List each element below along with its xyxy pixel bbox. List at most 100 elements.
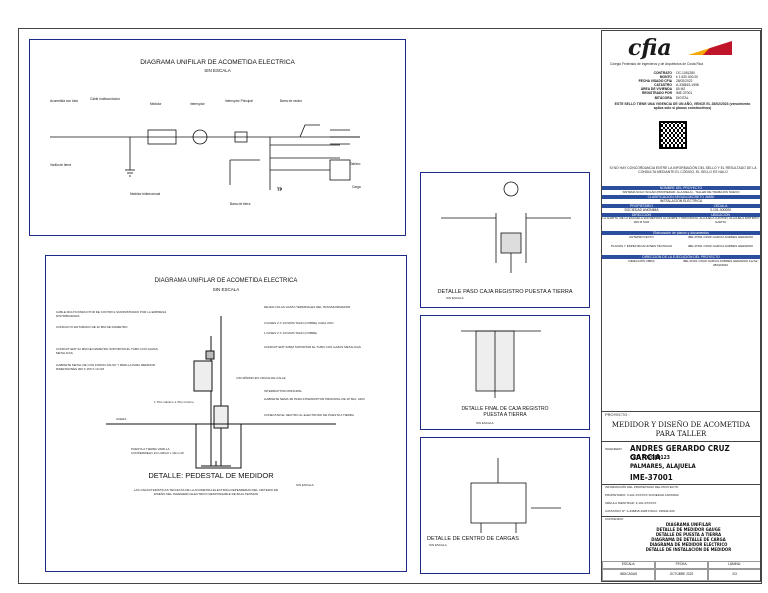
tb-divider bbox=[602, 411, 760, 412]
panel2-left-note-0: CABLE MULTICONDUCTOR DE CONTROL SUMINIST… bbox=[56, 310, 167, 318]
tb-row-value: IME-37001 CRUZ GARCIA ANDRES GERARDO Fec… bbox=[682, 259, 759, 267]
tb-field-row: MONTO ¢ 1.620.000.00 bbox=[617, 75, 747, 79]
svg-text:Barra de neutro: Barra de neutro bbox=[280, 99, 302, 103]
tb-field-key: MONTO bbox=[659, 75, 672, 80]
svg-text:Medidor bidireccional: Medidor bidireccional bbox=[130, 192, 160, 196]
panel1-subtitle: SIN ESCALA bbox=[204, 68, 231, 73]
tb-address-location: LA GARITA, DE LA ESCUELA 200 METROS AL N… bbox=[602, 216, 760, 224]
tb-address-header: DIRECCIÓN bbox=[631, 213, 652, 217]
tb-address: LA GARITA, DE LA ESCUELA 200 METROS AL N… bbox=[602, 216, 681, 224]
svg-text:Cable multiconductor: Cable multiconductor bbox=[90, 97, 121, 101]
tb-owner: SOCIEDAD ANONIMA bbox=[624, 208, 659, 212]
qr-code bbox=[659, 121, 687, 149]
tb-engineer-code: IME-37001 bbox=[630, 473, 673, 482]
cfia-logo-sub: Colegio Federado de Ingenieros y de Arqu… bbox=[610, 62, 704, 66]
tb-content-line: DIAGRAMA DE MEDIDOR ELECTRICO bbox=[649, 543, 728, 548]
tb-field-value: 28/02/2022 bbox=[676, 79, 693, 84]
tb-content-line: DIAGRAMA UNIFILAR bbox=[665, 523, 712, 528]
tb-footer-head-date: FECHA: bbox=[655, 561, 708, 569]
tb-owner-header: PROPIETARIO bbox=[630, 204, 653, 208]
panel5-diagram bbox=[470, 458, 561, 533]
tb-fields: CONTRATO OC-1051280 MONTO ¢ 1.620.000.00 F… bbox=[617, 71, 747, 100]
tb-engineer-line2: CED 702080123 bbox=[630, 455, 670, 461]
panel-caja-registro: DETALLE PASO CAJA REGISTRO PUESTA A TIER… bbox=[420, 172, 590, 308]
tb-content-line: DIAGRAMA DE DETALLE DE CARGA bbox=[651, 538, 726, 543]
panel2-left-note-5: ACERA bbox=[116, 417, 127, 421]
tb-field-value: A-338815-1998 bbox=[676, 83, 699, 88]
tb-info-3: CATASTRO N°: A-338815-1998 FINCA: 339911… bbox=[605, 509, 675, 513]
tb-row-key: DIRECCIÓN OBRA bbox=[628, 259, 655, 263]
panel2-left-note-3: GABINETE METAL DE CON FONDO FALSO Y MIRI… bbox=[56, 363, 156, 371]
tb-field-key: CONTRATO bbox=[653, 71, 672, 75]
tb-row-key: PLANOS Y ESPECIFICACIONES TÉCNICAS bbox=[610, 244, 673, 248]
tb-content-label: CONTENIDO: bbox=[605, 517, 624, 521]
svg-text:Interruptor: Interruptor bbox=[190, 102, 206, 106]
tb-content-line: DETALLE DE INSTALACIÓN DE MEDIDOR bbox=[645, 548, 732, 553]
tb-field-value: IME-37001 bbox=[676, 91, 693, 96]
tb-address-location-header: DIRECCIÓN UBICACIÓN bbox=[602, 213, 760, 217]
tb-row-key: DIRECCIÓN DE LA EJECUCIÓN DEL PROYECTO bbox=[642, 255, 720, 259]
tb-divider bbox=[602, 516, 760, 517]
cfia-logo-accent bbox=[688, 41, 732, 55]
panel1-tp-label: TP bbox=[277, 187, 283, 192]
tb-content-line: DETALLE DE PUESTA A TIERRA bbox=[655, 533, 722, 538]
cfia-logo: cfia bbox=[620, 35, 740, 61]
tb-row-2: DIRECCIÓN DE LA EJECUCIÓN DEL PROYECTO bbox=[602, 255, 760, 259]
tb-project-header: NOMBRE DEL PROYECTO bbox=[602, 186, 760, 190]
panel2-left-note-4: 1.70m máximo 1.70m mínimo bbox=[154, 400, 194, 404]
tb-content-line: DETALLE DE MEDIDOR GAUGE bbox=[656, 528, 721, 533]
tb-footer-val-scale: INDICADAS bbox=[602, 569, 655, 581]
tb-field-value: ¢ 1.620.000.00 bbox=[676, 75, 698, 80]
panel2-right-note-1: 3 FASES 2 X 1/0 MCM THHN (COBRE) CADA UN… bbox=[264, 321, 334, 325]
panel-final-caja-registro: DETALLE FINAL DE CAJA REGISTRO PUESTA A … bbox=[420, 315, 590, 430]
panel2-left-note-6: PUESTA A TIERRA VARILLA COOPERWELD 1/2 L… bbox=[131, 447, 184, 455]
tb-classification-header: CLASIFICACIÓN SEGÚN DECRETO 36550 bbox=[602, 195, 760, 199]
titleblock: cfia Colegio Federado de Ingenieros y de… bbox=[601, 30, 761, 582]
panel4-scale: SIN ESCALA bbox=[476, 421, 494, 425]
svg-text:Tablero: Tablero bbox=[350, 162, 361, 166]
tb-divider bbox=[602, 441, 760, 442]
tb-id: 3-101-000000 bbox=[709, 208, 732, 212]
svg-text:Varilla de tierra: Varilla de tierra bbox=[50, 163, 71, 167]
panel4-diagram bbox=[461, 330, 541, 398]
tb-field-key: CATASTRO bbox=[654, 83, 672, 88]
tb-content-lines: DIAGRAMA UNIFILAR DETALLE DE MEDIDOR GAU… bbox=[622, 523, 755, 553]
svg-text:Interruptor Principal: Interruptor Principal bbox=[225, 99, 253, 103]
svg-text:Acometida con tubo: Acometida con tubo bbox=[50, 99, 78, 103]
tb-location-header: UBICACIÓN bbox=[711, 213, 730, 217]
tb-row-value: IME-37001 CRUZ GARCIA ANDRES GERARDO bbox=[687, 244, 754, 248]
sheet-border bbox=[18, 28, 762, 584]
panel2-right-note-6: GABINETE NEMA 3R PARA INTERRUPTOR PRINCI… bbox=[264, 397, 365, 401]
tb-row-0: ANTEPROYECTO IME-37001 CRUZ GARCIA ANDRES… bbox=[602, 235, 760, 240]
panel3-title: DETALLE PASO CAJA REGISTRO PUESTA A TIER… bbox=[437, 289, 573, 295]
panel2-right-note-5: INTERRUPTOR PRINCIPAL bbox=[264, 389, 303, 393]
panel2-right-note-2: 1 FASES 2 X 1/0 MCM THHN (COBRE) bbox=[264, 331, 318, 335]
tb-divider bbox=[602, 484, 760, 485]
panel1-diagram: Acometida con tubo Cable multiconductor … bbox=[50, 97, 361, 206]
tb-qr-note: SI NO HAY CONCORDANCIA ENTRE LA INFORMAC… bbox=[609, 166, 757, 174]
panel2-subtitle: SIN ESCALA bbox=[212, 287, 240, 292]
panel1-title: DIAGRAMA UNIFILAR DE ACOMETIDA ELECTRICA bbox=[140, 59, 295, 66]
panel5-scale: SIN ESCALA bbox=[429, 543, 447, 547]
tb-row-value: IME-37001 CRUZ GARCIA ANDRES GERARDO bbox=[687, 235, 754, 239]
tb-field-row: CONTRATO OC-1051280 bbox=[617, 71, 747, 75]
panel2-detail-title: DETALLE: PEDESTAL DE MEDIDOR bbox=[148, 471, 274, 480]
tb-info-2: CÉDULA IDENTIDAD: 3-101-XXXXXX bbox=[605, 501, 657, 505]
tb-row-3: DIRECCIÓN OBRA IME-37001 CRUZ GARCIA ANDR… bbox=[602, 259, 760, 267]
panel2-right-note-4: 4.50 MÍNIMO EN CRUCE DE CALLE bbox=[236, 376, 286, 380]
panel2-left-note-2: CONDUIT EMT 32 MM DE DIAMETRO SOPORTAR E… bbox=[56, 347, 158, 355]
tb-row-key: ANTEPROYECTO bbox=[629, 235, 654, 239]
svg-text:Medidor: Medidor bbox=[150, 102, 162, 106]
tb-field-row: CATASTRO A-338815-1998 bbox=[617, 83, 747, 87]
tb-info-0: INFORMACIÓN DEL PROPIETARIO DEL PROYECTO bbox=[605, 485, 679, 489]
tb-engineer-name: ANDRES GERARDO CRUZ GARCIA bbox=[630, 444, 730, 462]
tb-row-1: PLANOS Y ESPECIFICACIONES TÉCNICAS IME-37… bbox=[602, 244, 760, 249]
panel-centro-cargas: DETALLE DE CENTRO DE CARGAS SIN ESCALA bbox=[420, 437, 590, 574]
tb-classification: INSTALACIÓN ELÉCTRICA bbox=[659, 199, 703, 203]
tb-field-value: OC-1051280 bbox=[676, 71, 695, 75]
tb-field-key: BITÁCORA bbox=[654, 95, 672, 100]
panel3-scale: SIN ESCALA bbox=[446, 296, 464, 300]
